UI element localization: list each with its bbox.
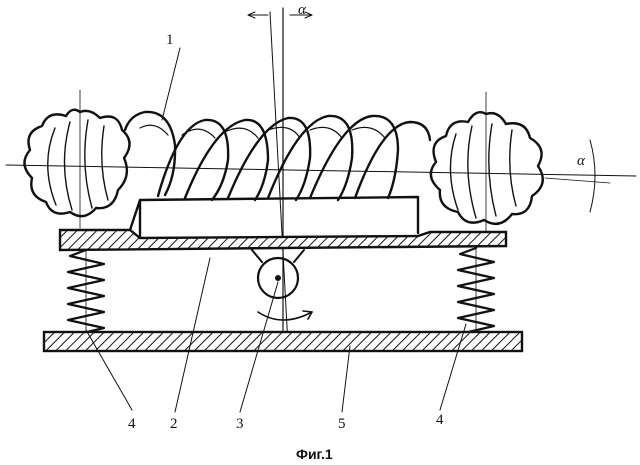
label-part-5: 5 bbox=[338, 416, 346, 432]
right-spring bbox=[458, 248, 494, 338]
tray bbox=[128, 197, 418, 238]
right-roller bbox=[431, 92, 543, 236]
base-plate bbox=[44, 332, 522, 351]
vibrator bbox=[252, 250, 312, 320]
left-spring bbox=[68, 250, 104, 340]
leader-lines bbox=[86, 48, 466, 412]
label-part-3: 3 bbox=[236, 416, 244, 432]
label-angle-right: α bbox=[577, 153, 586, 169]
label-part-4-right: 4 bbox=[436, 412, 444, 428]
right-angle-indicator bbox=[545, 140, 610, 212]
label-part-4-left: 4 bbox=[128, 416, 136, 432]
label-angle-top: α bbox=[298, 2, 307, 18]
left-roller bbox=[24, 90, 129, 228]
label-part-1: 1 bbox=[166, 32, 174, 48]
label-part-2: 2 bbox=[170, 416, 178, 432]
figure-caption: Фиг.1 bbox=[296, 446, 333, 462]
